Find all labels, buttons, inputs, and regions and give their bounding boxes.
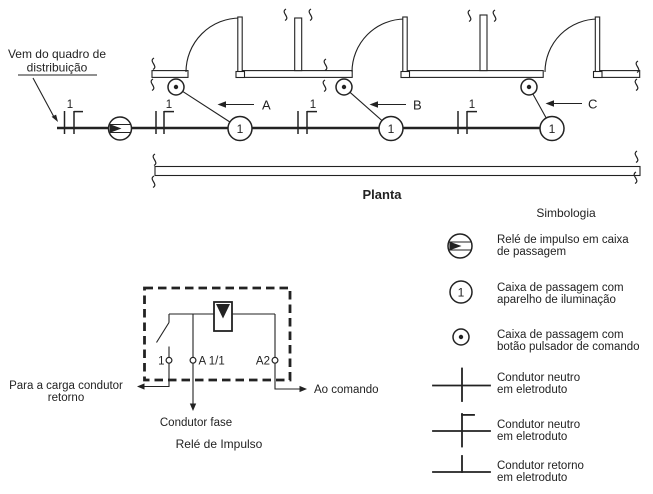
command-label: Ao comando bbox=[314, 384, 379, 396]
door-leaf-c bbox=[594, 16, 601, 73]
feeder-leader-arrowhead bbox=[51, 114, 58, 122]
legend-symbol-impulse-relay bbox=[447, 233, 473, 259]
circuit-callout-c: C bbox=[545, 97, 597, 112]
terminal-1-label: 1 bbox=[158, 356, 164, 368]
legend: Simbologia Relé de impulso em caixa de p… bbox=[432, 206, 640, 484]
legend-symbol-junction-box-luminaire: 1 bbox=[449, 280, 473, 304]
terminal-a2 bbox=[271, 356, 279, 364]
wall-stub-a bbox=[151, 70, 189, 78]
door-leaf-a bbox=[237, 16, 243, 73]
legend-item6-line2: em eletroduto bbox=[497, 472, 567, 484]
feeder-note: Vem do quadro de distribuição bbox=[8, 47, 106, 122]
legend-title: Simbologia bbox=[536, 206, 596, 220]
load-label-line1: Para a carga condutor bbox=[9, 380, 123, 392]
legend-item3-line2: botão pulsador de comando bbox=[497, 341, 640, 353]
feeder-leader-line bbox=[32, 77, 55, 118]
terminal-a11 bbox=[189, 356, 197, 364]
door-cap-c bbox=[592, 70, 603, 79]
command-wire-b bbox=[349, 91, 383, 122]
legend-symbol-return-conductor bbox=[432, 455, 491, 473]
door-arc-a bbox=[185, 17, 241, 73]
pushbutton-a bbox=[167, 78, 185, 96]
wall-column-a bbox=[294, 17, 303, 72]
junction-box-a-number: 1 bbox=[237, 122, 244, 136]
legend-item3-line1: Caixa de passagem com bbox=[497, 329, 624, 341]
wall-column-b bbox=[479, 14, 488, 72]
relay-caption: Relé de Impulso bbox=[176, 437, 263, 451]
legend-item4-line1: Condutor neutro bbox=[497, 372, 580, 384]
walls bbox=[151, 14, 641, 177]
door-cap-a bbox=[235, 70, 246, 79]
plan-title: Planta bbox=[362, 187, 402, 202]
wire-count-2: 1 bbox=[166, 99, 172, 111]
legend-item5-line2: em eletroduto bbox=[497, 431, 567, 443]
pushbutton-b bbox=[335, 78, 353, 96]
legend-symbol-pushbutton bbox=[452, 328, 470, 346]
circuit-label-c: C bbox=[588, 97, 597, 112]
conductor-mark-1 bbox=[63, 110, 83, 134]
relay-detail: 1 A 1/1 A2 Para a carga condutor retorno… bbox=[9, 286, 379, 451]
conductor-marks bbox=[63, 110, 477, 134]
conductor-mark-2 bbox=[155, 110, 174, 134]
door-arc-b bbox=[351, 18, 406, 73]
feeder-note-line1: Vem do quadro de bbox=[8, 47, 106, 61]
terminal-a11-label: A 1/1 bbox=[199, 356, 225, 368]
legend-symbol-neutral-conductor-2 bbox=[432, 413, 491, 448]
conductor-mark-3 bbox=[297, 110, 317, 134]
wire-count-3: 1 bbox=[310, 99, 316, 111]
legend-item4-line2: em eletroduto bbox=[497, 384, 567, 396]
junction-box-b-number: 1 bbox=[388, 122, 395, 136]
relay-external-leads bbox=[137, 363, 307, 411]
floor-plan: Vem do quadro de distribuição bbox=[8, 8, 641, 202]
relay-enclosure-dashed-box bbox=[143, 286, 292, 382]
feeder-note-line2: distribuição bbox=[27, 61, 88, 75]
legend-symbol-neutral-conductor bbox=[432, 367, 491, 402]
door-cap-b bbox=[400, 70, 411, 79]
wire-count-1: 1 bbox=[67, 99, 73, 111]
legend-item1-line2: de passagem bbox=[497, 246, 566, 258]
junction-box-c-number: 1 bbox=[549, 122, 556, 136]
wall-b-c bbox=[407, 70, 544, 78]
relay-switch-blade bbox=[156, 322, 170, 343]
door-arc-c bbox=[544, 18, 599, 73]
terminal-a2-label: A2 bbox=[256, 356, 270, 368]
doors bbox=[185, 16, 603, 79]
legend-item5-line1: Condutor neutro bbox=[497, 419, 580, 431]
legend-item2-line1: Caixa de passagem com bbox=[497, 282, 624, 294]
circuit-callout-b: B bbox=[369, 98, 422, 113]
pushbutton-c bbox=[520, 78, 538, 96]
lower-corridor-wall bbox=[154, 165, 641, 177]
relay-internal-wiring bbox=[156, 313, 276, 358]
circuit-label-a: A bbox=[262, 98, 271, 113]
door-leaf-b bbox=[402, 16, 408, 73]
phase-label: Condutor fase bbox=[160, 417, 232, 429]
wire-count-4: 1 bbox=[469, 99, 475, 111]
command-wire-a bbox=[182, 90, 231, 123]
wall-c-right bbox=[599, 70, 641, 78]
terminal-1 bbox=[165, 356, 173, 364]
circuit-label-b: B bbox=[413, 98, 422, 113]
load-label-line2: retorno bbox=[48, 392, 84, 404]
conductor-mark-4 bbox=[457, 110, 477, 134]
command-wire-c bbox=[532, 93, 547, 119]
legend-item2-line2: aparelho de iluminação bbox=[497, 294, 616, 306]
circuit-callout-a: A bbox=[217, 98, 271, 113]
legend-item6-line1: Condutor retorno bbox=[497, 460, 584, 472]
wall-break-marks bbox=[150, 8, 640, 189]
legend-junction-box-number: 1 bbox=[458, 285, 465, 299]
junction-box-c: 1 bbox=[539, 115, 565, 142]
impulse-relay-symbol bbox=[107, 116, 133, 141]
relay-coil bbox=[213, 301, 233, 332]
legend-item1-line1: Relé de impulso em caixa bbox=[497, 234, 629, 246]
junction-box-b: 1 bbox=[378, 115, 404, 142]
wall-a-b bbox=[242, 70, 353, 78]
junction-box-a: 1 bbox=[227, 115, 253, 142]
